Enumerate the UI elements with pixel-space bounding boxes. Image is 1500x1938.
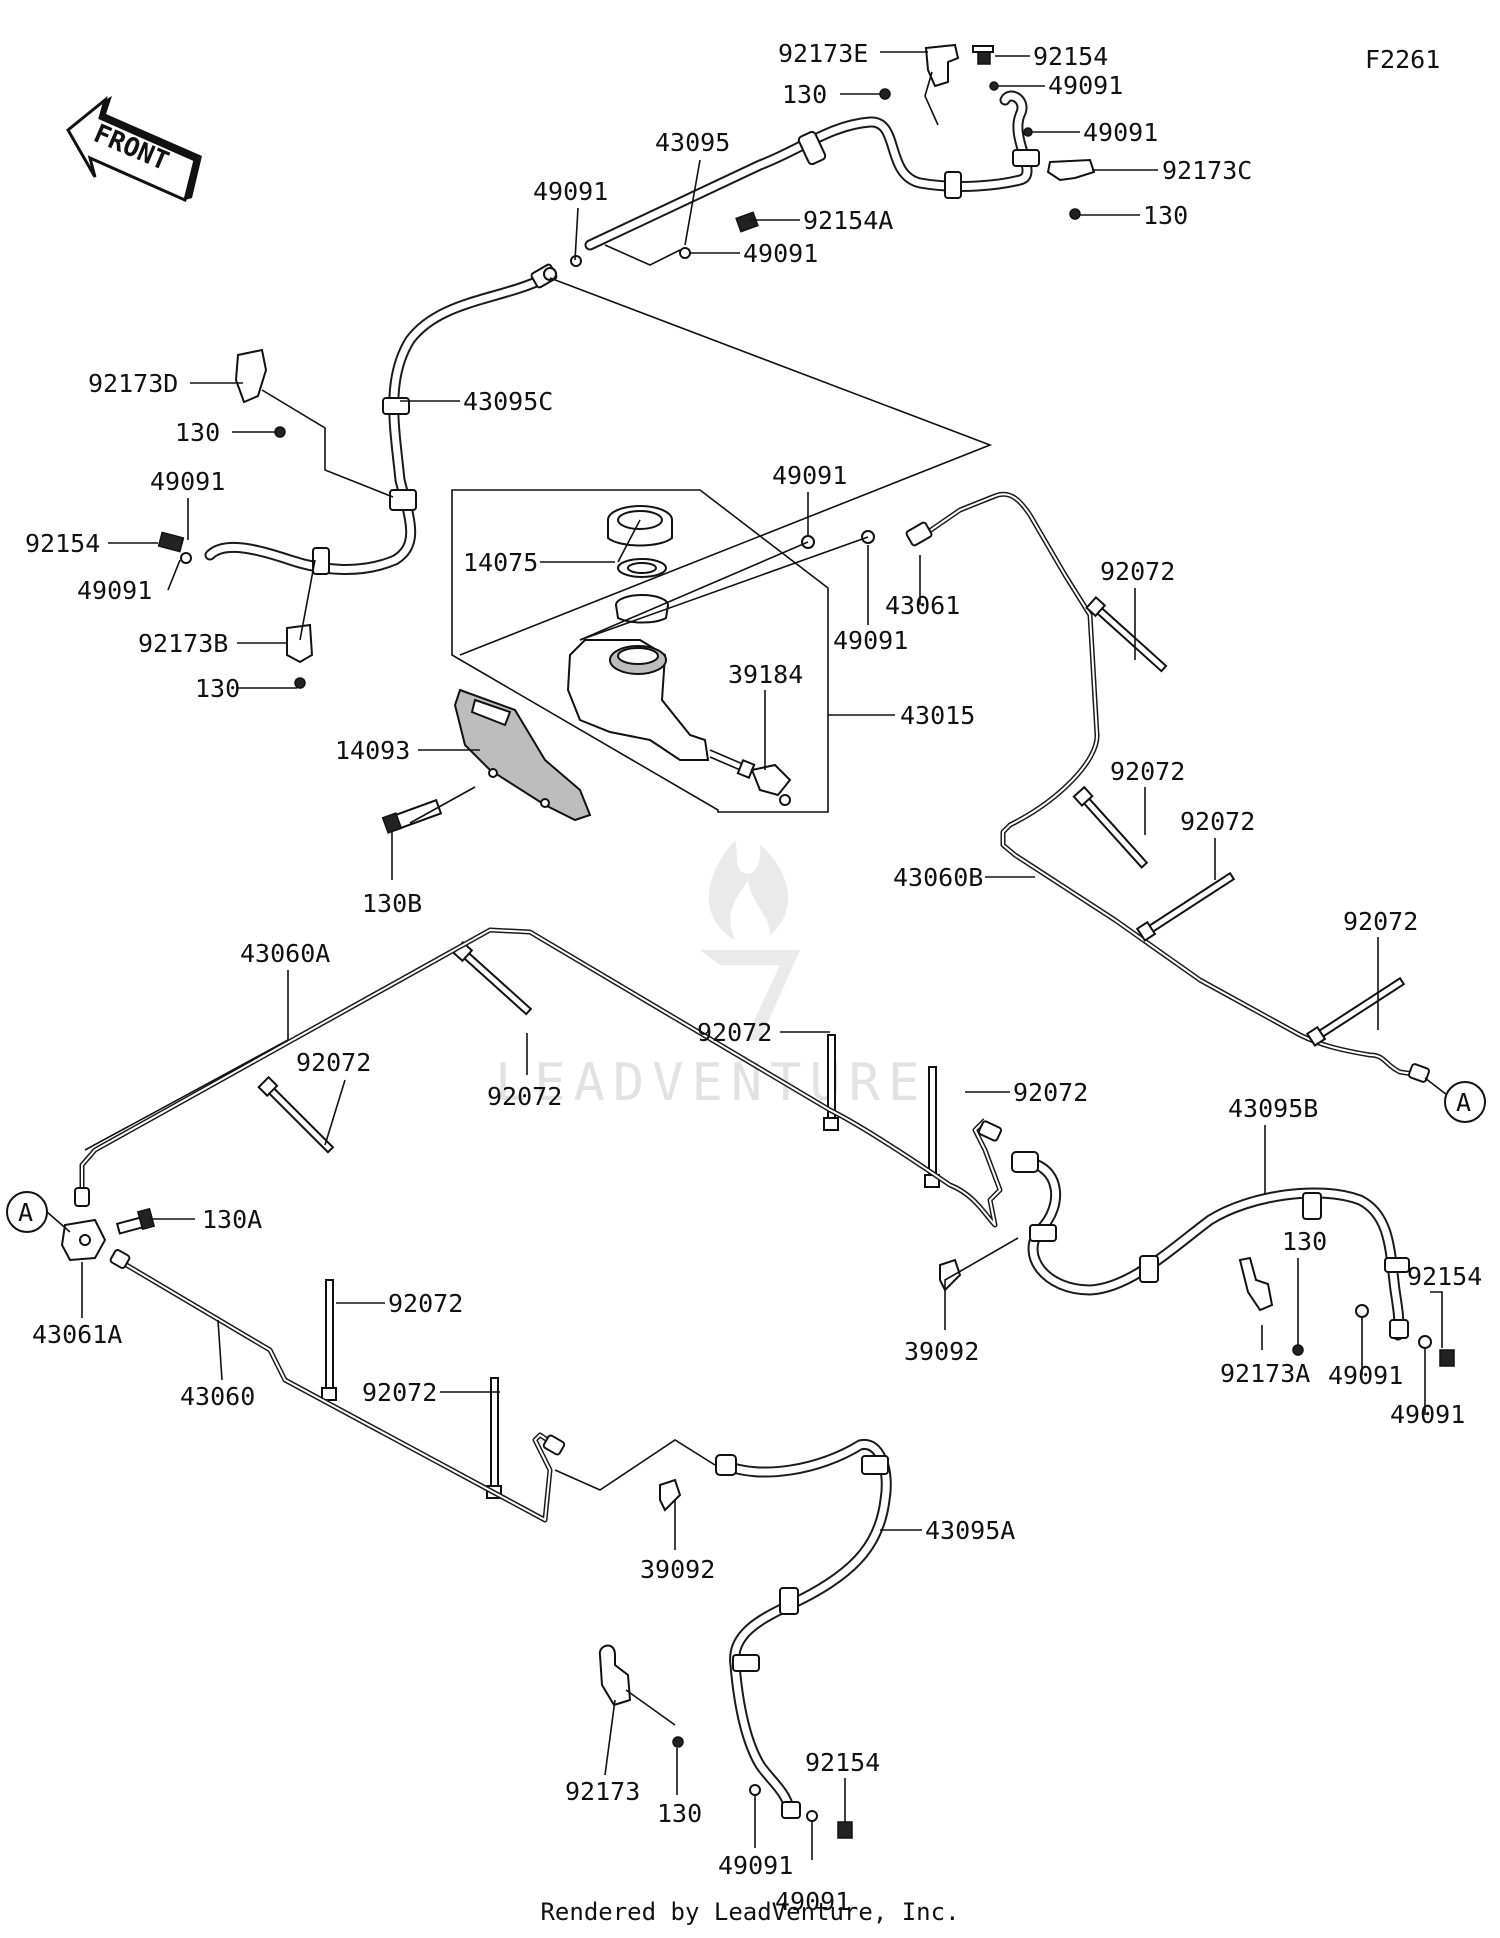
svg-text:A: A bbox=[18, 1198, 33, 1227]
label-92154-top: 92154 bbox=[1033, 42, 1108, 71]
label-49091-m1: 49091 bbox=[772, 461, 847, 490]
label-130-b: 130 bbox=[195, 674, 240, 703]
label-130-bb: 130 bbox=[657, 1799, 702, 1828]
label-43060B: 43060B bbox=[893, 863, 983, 892]
leader-lines bbox=[81, 51, 1443, 1860]
label-39092-b: 39092 bbox=[640, 1555, 715, 1584]
label-43095B: 43095B bbox=[1228, 1094, 1318, 1123]
label-43060: 43060 bbox=[180, 1382, 255, 1411]
watermark-logo: LEADVENTURE bbox=[495, 840, 927, 1113]
watermark-text: LEADVENTURE bbox=[495, 1053, 927, 1113]
label-92154A: 92154A bbox=[803, 206, 893, 235]
heat-shield-14093 bbox=[381, 688, 592, 834]
label-49091-t1: 49091 bbox=[1048, 71, 1123, 100]
render-credit: Rendered by LeadVenture, Inc. bbox=[540, 1898, 960, 1926]
pipe-43060 bbox=[109, 1249, 566, 1523]
label-43060A: 43060A bbox=[240, 939, 330, 968]
label-130-top: 130 bbox=[782, 80, 827, 109]
hose-43095 bbox=[584, 90, 1040, 251]
label-49091-t2: 49091 bbox=[1083, 118, 1158, 147]
cable-ties bbox=[257, 595, 1406, 1499]
pipe-43060B bbox=[905, 491, 1431, 1083]
label-92173B: 92173B bbox=[138, 629, 228, 658]
hose-43095C bbox=[204, 263, 558, 575]
top-fittings bbox=[157, 43, 1096, 689]
label-92072-r3: 92072 bbox=[1180, 807, 1255, 836]
label-49091-t3: 49091 bbox=[533, 177, 608, 206]
label-49091-l2: 49091 bbox=[77, 576, 152, 605]
svg-text:A: A bbox=[1456, 1088, 1471, 1117]
label-49091-r2: 49091 bbox=[1390, 1400, 1465, 1429]
label-49091-t4: 49091 bbox=[743, 239, 818, 268]
label-39184: 39184 bbox=[728, 660, 803, 689]
label-92173C: 92173C bbox=[1162, 156, 1252, 185]
label-49091-b1: 49091 bbox=[718, 1851, 793, 1880]
label-92072-b1: 92072 bbox=[388, 1289, 463, 1318]
label-49091-r1: 49091 bbox=[1328, 1361, 1403, 1390]
hose-43095A bbox=[598, 1439, 892, 1839]
label-130-r: 130 bbox=[1282, 1227, 1327, 1256]
label-92173D: 92173D bbox=[88, 369, 178, 398]
label-43095A: 43095A bbox=[925, 1516, 1015, 1545]
label-92072-r4: 92072 bbox=[1343, 907, 1418, 936]
label-130B: 130B bbox=[362, 889, 422, 918]
label-49091-m2: 49091 bbox=[833, 626, 908, 655]
label-14075: 14075 bbox=[463, 548, 538, 577]
tee-fitting-43061A bbox=[60, 1207, 156, 1262]
label-49091-b2: 49091 bbox=[775, 1887, 850, 1916]
label-14093: 14093 bbox=[335, 736, 410, 765]
label-92072-a4: 92072 bbox=[1013, 1078, 1088, 1107]
label-92072-r1: 92072 bbox=[1100, 557, 1175, 586]
label-92072-r2: 92072 bbox=[1110, 757, 1185, 786]
label-92154-b: 92154 bbox=[805, 1748, 880, 1777]
label-92154-l: 92154 bbox=[25, 529, 100, 558]
hose-43095B bbox=[939, 1151, 1455, 1367]
label-43061: 43061 bbox=[885, 591, 960, 620]
label-39092-r: 39092 bbox=[904, 1337, 979, 1366]
label-49091-l1: 49091 bbox=[150, 467, 225, 496]
part-labels: 92173E 92154 130 49091 49091 92173C 130 … bbox=[25, 39, 1482, 1916]
front-direction-arrow: FRONT bbox=[66, 95, 202, 203]
label-92072-a3: 92072 bbox=[697, 1018, 772, 1047]
label-43015: 43015 bbox=[900, 701, 975, 730]
pipe-43060A bbox=[74, 927, 1003, 1228]
label-92173E: 92173E bbox=[778, 39, 868, 68]
label-92154-r: 92154 bbox=[1407, 1262, 1482, 1291]
label-43061A: 43061A bbox=[32, 1320, 122, 1349]
figure-code: F2261 bbox=[1365, 45, 1440, 74]
label-130-t2: 130 bbox=[1143, 201, 1188, 230]
label-43095C: 43095C bbox=[463, 387, 553, 416]
label-43095: 43095 bbox=[655, 128, 730, 157]
label-92173: 92173 bbox=[565, 1777, 640, 1806]
label-130-d: 130 bbox=[175, 418, 220, 447]
connector-a-left: A bbox=[6, 1191, 71, 1233]
connector-a-right: A bbox=[1424, 1077, 1486, 1123]
label-92072-b2: 92072 bbox=[362, 1378, 437, 1407]
label-92072-a2: 92072 bbox=[487, 1082, 562, 1111]
label-92173A: 92173A bbox=[1220, 1359, 1310, 1388]
label-92072-a1: 92072 bbox=[296, 1048, 371, 1077]
label-130A: 130A bbox=[202, 1205, 262, 1234]
